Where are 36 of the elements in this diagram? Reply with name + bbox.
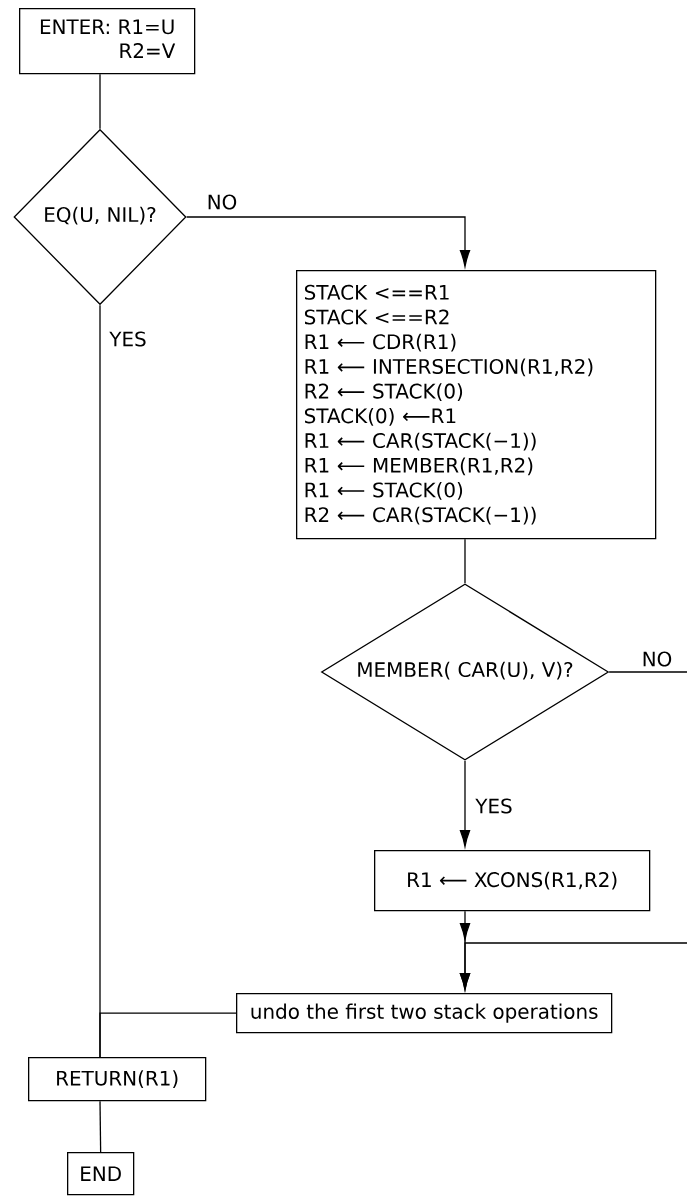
condition-text: MEMBER( CAR(U), V)? (358, 661, 573, 680)
arrow (459, 760, 471, 848)
connector-line (99, 73, 101, 130)
edge-label: NO (208, 194, 237, 210)
code-line: STACK(0) ⟵R1 (304, 408, 456, 426)
code-line: R1 ⟵ CAR(STACK(−1)) (305, 432, 536, 451)
code-line: R1 ⟵ CDR(R1) (305, 333, 456, 352)
edge-label: NO (643, 651, 672, 667)
edge-label: YES (475, 798, 512, 814)
end-box (67, 1152, 135, 1196)
connector-line (464, 538, 466, 584)
arrow (186, 216, 471, 268)
entry-text: R2=V (120, 43, 176, 58)
edge-label: YES (109, 331, 146, 347)
step-text: R1 ⟵ XCONS(R1,R2) (408, 871, 617, 890)
entry-text: ENTER: R1=U (40, 19, 174, 35)
step-text: END (81, 1166, 121, 1181)
arrow (459, 910, 471, 991)
process-box (296, 270, 657, 540)
code-line: R1 ⟵ MEMBER(R1,R2) (305, 457, 533, 476)
connector-line (99, 1100, 102, 1153)
step-text: RETURN(R1) (57, 1070, 178, 1089)
code-line: STACK <==R1 (304, 284, 449, 300)
start-box (19, 8, 196, 75)
connector-line (99, 1012, 237, 1058)
code-line: R2 ⟵ CAR(STACK(−1)) (305, 506, 536, 525)
connector-line (608, 671, 687, 673)
code-line: STACK <==R2 (304, 309, 449, 325)
code-line: R1 ⟵ STACK(0) (305, 482, 463, 500)
code-line: R2 ⟵ STACK(0) (305, 383, 463, 401)
process-box (374, 850, 651, 912)
process-box (236, 993, 613, 1034)
code-line: R1 ⟵ INTERSECTION(R1,R2) (305, 358, 593, 377)
condition-text: EQ(U, NIL)? (45, 206, 156, 225)
return-box (28, 1057, 207, 1102)
step-text: undo the first two stack operations (251, 1003, 598, 1023)
